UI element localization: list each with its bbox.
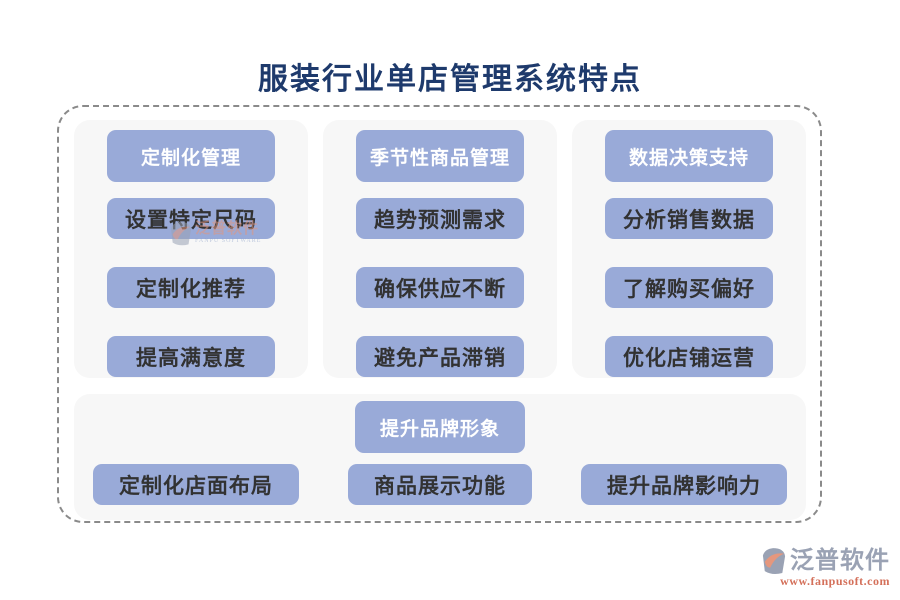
group2-header-button: 季节性商品管理 — [355, 130, 524, 182]
bottom-item-3: 提升品牌影响力 — [581, 464, 787, 505]
bottom-row: 定制化店面布局 商品展示功能 提升品牌影响力 — [74, 464, 806, 505]
diagram-frame: 定制化管理 设置特定尺码 定制化推荐 提高满意度 季节性商品管理 趋势预测需求 … — [57, 105, 822, 523]
group1-item-2: 定制化推荐 — [107, 267, 275, 308]
group3-header-button: 数据决策支持 — [605, 130, 773, 182]
group1-item-3: 提高满意度 — [107, 336, 275, 377]
brand-logo: 泛普软件 www.fanpusoft.com — [762, 547, 890, 588]
group2-item-3: 避免产品滞销 — [356, 336, 524, 377]
bottom-header-button: 提升品牌形象 — [355, 401, 525, 453]
panel-seasonal-merchandise: 季节性商品管理 趋势预测需求 确保供应不断 避免产品滞销 — [323, 120, 557, 378]
panel-data-decision: 数据决策支持 分析销售数据 了解购买偏好 优化店铺运营 — [572, 120, 806, 378]
group3-item-3: 优化店铺运营 — [605, 336, 773, 377]
bottom-item-2: 商品展示功能 — [348, 464, 532, 505]
brand-logo-icon — [762, 548, 786, 575]
group1-item-1: 设置特定尺码 — [107, 198, 275, 239]
bottom-item-1: 定制化店面布局 — [93, 464, 299, 505]
group2-item-2: 确保供应不断 — [356, 267, 524, 308]
panel-customized-management: 定制化管理 设置特定尺码 定制化推荐 提高满意度 — [74, 120, 308, 378]
panel-brand-image: 提升品牌形象 定制化店面布局 商品展示功能 提升品牌影响力 — [74, 394, 806, 520]
group2-item-1: 趋势预测需求 — [356, 198, 524, 239]
group3-item-2: 了解购买偏好 — [605, 267, 773, 308]
page-title: 服装行业单店管理系统特点 — [258, 63, 642, 96]
brand-url[interactable]: www.fanpusoft.com — [780, 574, 890, 588]
group1-header-button: 定制化管理 — [107, 130, 275, 182]
group3-item-1: 分析销售数据 — [605, 198, 773, 239]
brand-name: 泛普软件 — [790, 548, 890, 574]
